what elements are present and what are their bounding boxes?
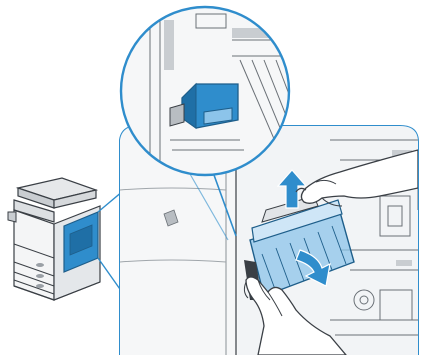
copier-machine-icon bbox=[8, 178, 100, 300]
